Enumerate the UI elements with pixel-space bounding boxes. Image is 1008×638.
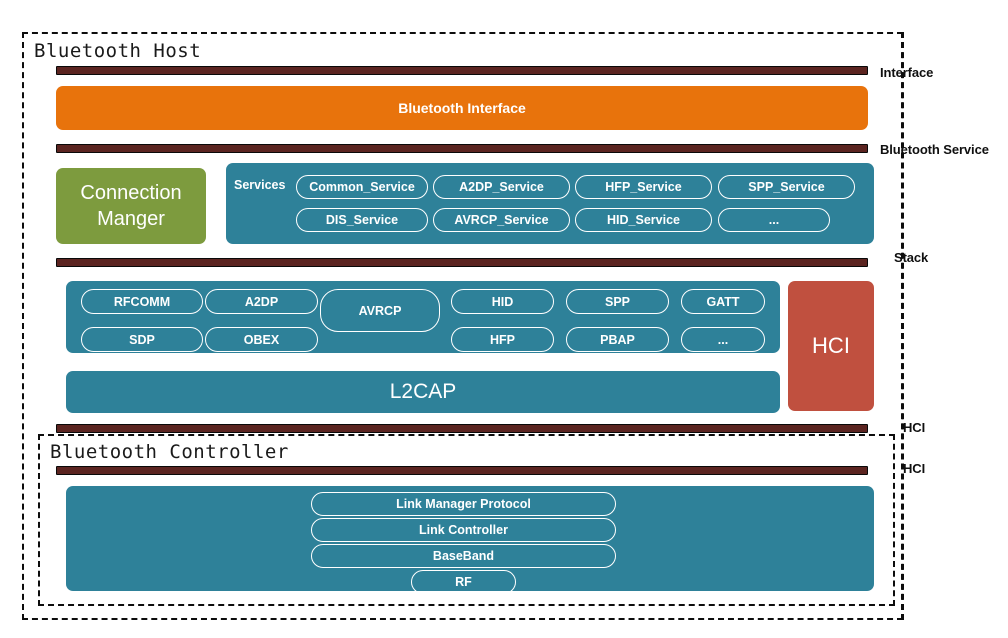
- bluetooth-interface-block: Bluetooth Interface: [56, 86, 868, 130]
- right-dashed-guide: [902, 32, 904, 620]
- side-label-bluetooth-service: Bluetooth Service: [880, 142, 989, 157]
- separator-bar-hci-lower: [56, 466, 868, 475]
- bluetooth-interface-label: Bluetooth Interface: [398, 100, 526, 116]
- controller-pill-link-controller[interactable]: Link Controller: [311, 518, 616, 542]
- separator-bar-stack: [56, 258, 868, 267]
- service-pill-dis[interactable]: DIS_Service: [296, 208, 428, 232]
- hci-block: HCI: [788, 281, 874, 411]
- controller-pill-rf[interactable]: RF: [411, 570, 516, 594]
- protocol-pill-more[interactable]: ...: [681, 327, 765, 352]
- service-pill-common[interactable]: Common_Service: [296, 175, 428, 199]
- hci-block-label: HCI: [812, 333, 850, 358]
- protocol-pill-rfcomm[interactable]: RFCOMM: [81, 289, 203, 314]
- protocol-pill-avrcp[interactable]: AVRCP: [320, 289, 440, 332]
- connection-manager-block: Connection Manger: [56, 168, 206, 244]
- side-label-hci-lower: HCI: [903, 461, 926, 476]
- side-label-stack: Stack: [894, 250, 929, 265]
- service-pill-hfp[interactable]: HFP_Service: [575, 175, 712, 199]
- l2cap-label: L2CAP: [389, 380, 457, 403]
- service-pill-avrcp[interactable]: AVRCP_Service: [433, 208, 570, 232]
- side-label-hci-upper: HCI: [903, 420, 926, 435]
- protocol-pill-obex[interactable]: OBEX: [205, 327, 318, 352]
- connection-manager-label-line1: Connection: [80, 182, 182, 204]
- l2cap-block: L2CAP: [66, 371, 780, 413]
- services-group-label: Services: [234, 178, 286, 192]
- bluetooth-controller-title: Bluetooth Controller: [50, 441, 289, 463]
- protocol-pill-a2dp[interactable]: A2DP: [205, 289, 318, 314]
- service-pill-more[interactable]: ...: [718, 208, 830, 232]
- protocol-pill-spp[interactable]: SPP: [566, 289, 669, 314]
- separator-bar-hci-upper: [56, 424, 868, 433]
- controller-layers-panel: Link Manager Protocol Link Controller Ba…: [66, 486, 874, 594]
- service-pill-hid[interactable]: HID_Service: [575, 208, 712, 232]
- bluetooth-controller-container: [38, 434, 895, 606]
- separator-bar-bluetooth-service: [56, 144, 868, 153]
- protocol-pill-hid[interactable]: HID: [451, 289, 554, 314]
- stack-protocols-panel: RFCOMM A2DP AVRCP HID SPP GATT SDP OBEX …: [66, 281, 780, 353]
- protocol-pill-hfp[interactable]: HFP: [451, 327, 554, 352]
- bluetooth-host-title: Bluetooth Host: [34, 40, 202, 62]
- controller-pill-link-manager-protocol[interactable]: Link Manager Protocol: [311, 492, 616, 516]
- service-pill-a2dp[interactable]: A2DP_Service: [433, 175, 570, 199]
- side-label-interface: Interface: [880, 65, 934, 80]
- service-pill-spp[interactable]: SPP_Service: [718, 175, 855, 199]
- services-panel: Services Common_Service A2DP_Service HFP…: [226, 163, 874, 244]
- connection-manager-label-line2: Manger: [97, 208, 165, 230]
- controller-pill-baseband[interactable]: BaseBand: [311, 544, 616, 568]
- separator-bar-interface: [56, 66, 868, 75]
- protocol-pill-sdp[interactable]: SDP: [81, 327, 203, 352]
- protocol-pill-gatt[interactable]: GATT: [681, 289, 765, 314]
- protocol-pill-pbap[interactable]: PBAP: [566, 327, 669, 352]
